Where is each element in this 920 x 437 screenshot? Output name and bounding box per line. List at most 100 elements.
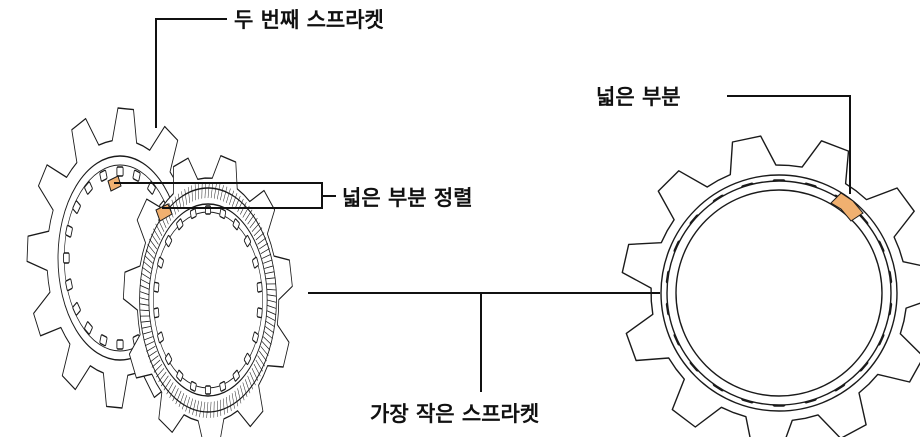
ring-spline: [147, 243, 156, 255]
ring-spline: [265, 320, 275, 328]
inner-notch: [116, 166, 124, 177]
ring-spline: [264, 265, 274, 269]
right-smallest-sprocket: [621, 135, 920, 437]
ring-spline: [266, 310, 276, 316]
inner-notch: [256, 281, 263, 293]
ring-spline: [251, 368, 259, 381]
ring-spline: [209, 401, 212, 418]
label-smallest-sprocket: 가장 작은 스프라켓: [370, 402, 539, 426]
ring-spline: [220, 399, 222, 416]
ring-spline: [245, 379, 251, 394]
inner-notch: [243, 352, 251, 366]
inner-notch: [157, 331, 164, 344]
ring-spline: [155, 223, 163, 237]
ring-spline: [172, 388, 179, 402]
ring-spline: [202, 401, 206, 418]
ring-spline: [169, 385, 176, 398]
ring-spline: [263, 259, 273, 264]
wide-part-mark-right: [830, 192, 864, 222]
inner-notch: [243, 234, 251, 248]
ring-spline: [177, 193, 182, 210]
ring-spline: [220, 184, 224, 201]
ring-spline: [266, 288, 277, 291]
ring-spline: [247, 375, 253, 390]
label-second-sprocket: 두 번째 스프라켓: [234, 8, 384, 32]
ring-spline: [156, 367, 165, 378]
ring-spline: [226, 396, 229, 413]
ring-spline: [184, 188, 187, 205]
ring-spline: [231, 192, 238, 208]
ring-spline: [151, 233, 159, 245]
inner-notch: [204, 385, 212, 395]
ring-spline: [223, 186, 228, 202]
ring-spline: [188, 398, 193, 414]
ring-spline: [213, 182, 217, 199]
ring-spline: [207, 181, 210, 199]
ring-spline: [249, 371, 256, 386]
ring-spline: [146, 345, 156, 352]
inner-notch: [252, 331, 259, 344]
ring-spline: [237, 198, 244, 212]
label-wide-part: 넓은 부분: [596, 85, 681, 109]
ring-spline: [265, 271, 275, 274]
ring-spline: [141, 326, 151, 329]
ring-spline: [192, 399, 196, 416]
ring-spline: [242, 382, 248, 397]
ring-spline: [140, 278, 150, 285]
inner-notch: [232, 218, 240, 231]
leader-lines: [114, 18, 851, 392]
ring-spline: [181, 395, 187, 410]
inner-notch: [256, 307, 263, 319]
ring-spline: [266, 315, 276, 322]
ring-spline: [151, 359, 161, 368]
ring-spline: [229, 395, 232, 412]
inner-notch: [176, 369, 184, 382]
inner-notch: [132, 169, 141, 182]
ring-spline: [247, 213, 255, 225]
ring-spline: [229, 190, 235, 205]
inner-notch: [189, 208, 197, 220]
ring-spline: [265, 326, 274, 334]
inner-notch: [252, 256, 259, 269]
inner-notch: [189, 380, 197, 392]
ring-spline: [140, 284, 150, 290]
ring-spline: [166, 382, 174, 395]
ring-spline: [161, 375, 169, 387]
ring-spline: [234, 390, 239, 407]
inner-notch: [153, 281, 160, 293]
ring-spline: [147, 350, 157, 358]
inner-notch: [157, 256, 164, 269]
inner-notch: [84, 181, 93, 195]
inner-notch: [219, 208, 227, 220]
ring-spline: [245, 209, 253, 221]
ring-spline: [178, 392, 185, 408]
inner-notch: [99, 169, 108, 182]
ring-spline: [217, 183, 221, 200]
ring-spline: [253, 363, 261, 377]
ring-spline: [259, 242, 269, 250]
ring-spline: [259, 350, 267, 362]
ring-spline: [267, 304, 277, 309]
inner-notch: [147, 181, 156, 195]
ring-spline: [251, 222, 260, 233]
inner-notch: [65, 278, 73, 292]
ring-spline: [195, 400, 199, 417]
inner-notch: [63, 252, 70, 264]
ring-spline: [143, 260, 152, 269]
ring-spline: [261, 341, 271, 351]
ring-spline: [175, 390, 182, 405]
ring-spline: [181, 191, 185, 207]
ring-spline: [149, 355, 159, 363]
inner-notch: [176, 218, 184, 231]
ring-spline: [255, 232, 265, 241]
ring-spline: [249, 217, 258, 229]
ring-spline: [139, 291, 149, 296]
ring-spline: [265, 277, 276, 280]
ring-spline: [149, 238, 157, 250]
left-sprocket-assembly: [26, 107, 293, 437]
smallest-sprocket: [122, 155, 293, 437]
ring-spline: [185, 396, 190, 412]
inner-notch: [116, 339, 124, 350]
ring-spline: [210, 182, 214, 199]
